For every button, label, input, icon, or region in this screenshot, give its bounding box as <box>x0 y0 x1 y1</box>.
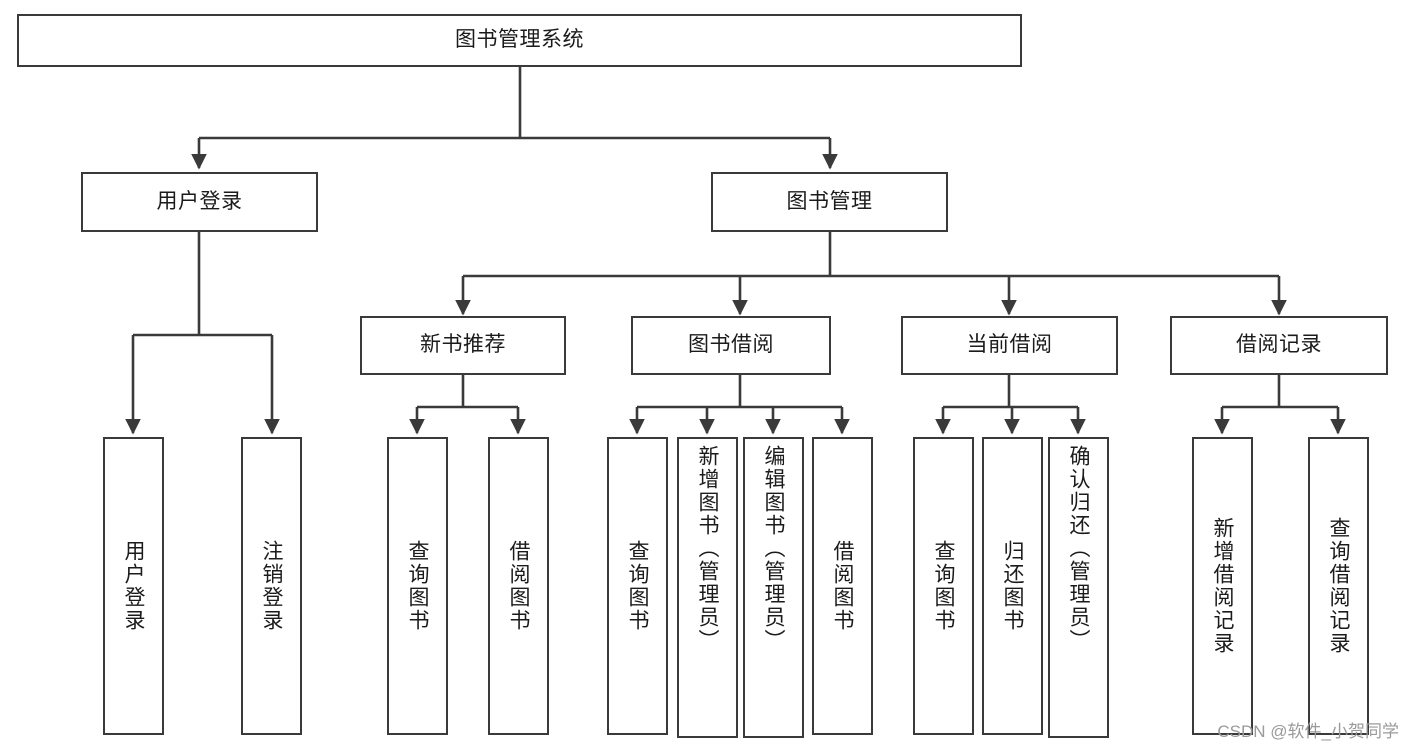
node-leaf-query-book-borrow[interactable]: 查询图书 <box>607 437 668 735</box>
node-label: 借阅图书 <box>507 540 530 632</box>
node-leaf-return-book[interactable]: 归还图书 <box>982 437 1043 735</box>
node-leaf-user-login[interactable]: 用户登录 <box>103 437 164 735</box>
node-label: 新书推荐 <box>420 333 506 357</box>
node-leaf-add-book-admin[interactable]: 新增图书（管理员） <box>677 437 738 738</box>
node-user-login[interactable]: 用户登录 <box>81 172 318 232</box>
node-label: 图书管理系统 <box>455 28 584 52</box>
node-new-book-recommend[interactable]: 新书推荐 <box>360 316 566 375</box>
node-label: 查询图书 <box>406 540 429 632</box>
node-label: 借阅记录 <box>1236 333 1322 357</box>
node-label: 归还图书 <box>1001 540 1024 632</box>
node-current-borrow[interactable]: 当前借阅 <box>901 316 1118 375</box>
watermark: CSDN @软件_小贺同学 <box>1217 722 1399 741</box>
node-leaf-edit-book-admin[interactable]: 编辑图书（管理员） <box>743 437 804 738</box>
node-leaf-confirm-return-admin[interactable]: 确认归还（管理员） <box>1048 437 1109 738</box>
node-leaf-logout[interactable]: 注销登录 <box>241 437 302 735</box>
node-leaf-add-borrow-record[interactable]: 新增借阅记录 <box>1192 437 1253 735</box>
node-label: 当前借阅 <box>966 333 1053 357</box>
node-label: 用户登录 <box>156 189 243 213</box>
node-label: 注销登录 <box>260 540 283 632</box>
node-borrow-record[interactable]: 借阅记录 <box>1170 316 1388 375</box>
node-label: 用户登录 <box>122 540 145 632</box>
node-label: 新增借阅记录 <box>1211 517 1234 655</box>
node-leaf-borrow-book-recommend[interactable]: 借阅图书 <box>488 437 549 735</box>
node-leaf-lend-book[interactable]: 借阅图书 <box>812 437 873 735</box>
node-label: 查询图书 <box>626 540 649 632</box>
node-label: 查询图书 <box>932 540 955 632</box>
node-root-book-management-system[interactable]: 图书管理系统 <box>17 14 1022 67</box>
node-label: 借阅图书 <box>831 540 854 632</box>
node-leaf-query-book-recommend[interactable]: 查询图书 <box>387 437 448 735</box>
node-book-management[interactable]: 图书管理 <box>711 172 948 232</box>
node-label: 图书管理 <box>786 189 873 213</box>
node-label: 图书借阅 <box>688 333 774 357</box>
node-label: 新增图书（管理员） <box>696 445 719 652</box>
node-label: 查询借阅记录 <box>1327 517 1350 655</box>
node-label: 确认归还（管理员） <box>1067 445 1090 652</box>
node-leaf-query-book-current[interactable]: 查询图书 <box>913 437 974 735</box>
node-label: 编辑图书（管理员） <box>762 445 785 652</box>
node-book-borrow[interactable]: 图书借阅 <box>631 316 831 375</box>
node-leaf-query-borrow-record[interactable]: 查询借阅记录 <box>1308 437 1369 735</box>
